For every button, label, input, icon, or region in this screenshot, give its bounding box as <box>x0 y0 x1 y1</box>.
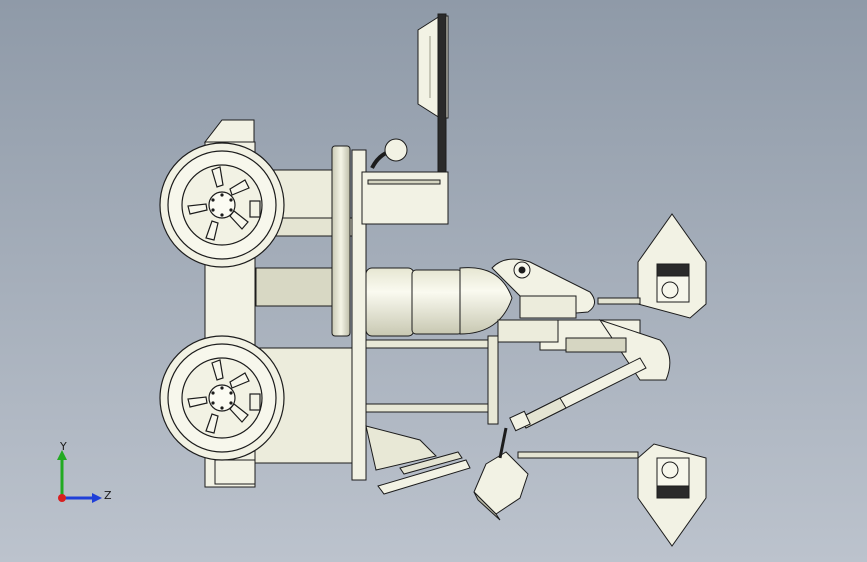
display-panel <box>417 13 449 205</box>
foot-plate <box>377 451 471 495</box>
sensor-bracket-bottom <box>517 443 707 547</box>
gripper <box>473 427 529 521</box>
x-axis-origin-icon <box>58 494 66 502</box>
forearm-link <box>491 258 671 381</box>
wheel-bottom <box>159 335 285 461</box>
central-column <box>331 145 449 337</box>
knob <box>370 138 408 169</box>
axis-triad: Y Z <box>57 440 112 503</box>
z-axis-label: Z <box>104 489 112 502</box>
arm-cylinder <box>365 267 513 337</box>
actuator-rod <box>509 357 647 432</box>
sensor-bracket-top <box>597 213 707 319</box>
support-rails <box>365 335 499 471</box>
y-arrow-head-icon <box>57 450 67 460</box>
wheel-top <box>159 142 285 268</box>
z-arrow-head-icon <box>92 493 102 503</box>
y-axis-label: Y <box>59 440 67 453</box>
